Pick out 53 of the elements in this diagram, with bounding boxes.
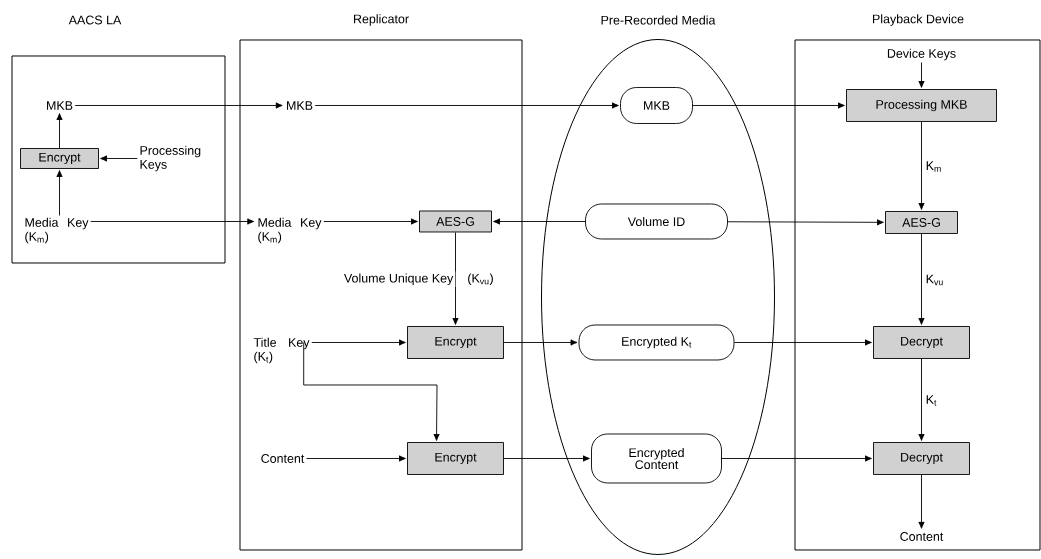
edge-label: Volume Unique Key [344,273,454,286]
arrow [306,455,406,462]
process-box: Decrypt [873,326,970,359]
arrow [323,218,418,225]
arrow [311,339,406,346]
arrow [918,233,925,325]
data-pill: Volume ID [585,203,728,240]
process-box: Encrypt [407,442,504,475]
arrow [314,102,619,109]
data-pill: Encrypted Content [591,433,722,484]
process-box: AES-G [419,210,492,233]
key-text: Media Key (K$_{m}$) [258,217,322,244]
arrow [56,113,63,149]
key-text: MKB [287,101,313,110]
key-label: (K$_{vu}$) [468,273,493,286]
arrow [74,102,283,109]
arrow [721,455,872,462]
key-text: Content [261,454,305,463]
key-text: MKB [47,101,73,110]
arrow [692,102,845,109]
panel-heading: Replicator [354,14,409,26]
key-text: Processing Keys [140,145,201,172]
arrow [918,62,925,88]
process-box: Encrypt [407,326,504,359]
process-box: Decrypt [873,442,970,475]
key-text: Title Key (K$_{t}$) [253,337,310,364]
arrow [493,218,586,225]
process-box: Processing MKB [846,89,997,122]
edge-label: K$_{m}$ [926,161,941,172]
arrow [503,339,578,346]
arrow [100,155,138,162]
key-text: Content [900,532,944,541]
process-box: AES-G [885,211,958,234]
panel-heading: Pre-Recorded Media [601,15,716,25]
arrow [90,218,255,225]
process-box: Encrypt [20,148,99,169]
data-pill: Encrypted K$_{t}$ [578,324,735,361]
key-text: Media Key (K$_{m}$) [25,217,89,244]
data-pill: MKB [620,87,693,124]
arrow [918,121,925,210]
arrow [918,474,925,529]
arrow [727,219,884,226]
panel-heading: Playback Device [873,14,964,26]
edge-label: K$_{t}$ [926,395,937,406]
arrow [734,339,872,346]
edge-label: K$_{vu}$ [926,274,943,286]
arrow [452,232,459,325]
key-text: Device Keys [887,48,956,61]
arrow [918,358,925,441]
arrow [56,170,63,216]
arrow [303,342,440,441]
arrow [503,455,590,462]
panel-heading: AACS LA [68,15,122,25]
